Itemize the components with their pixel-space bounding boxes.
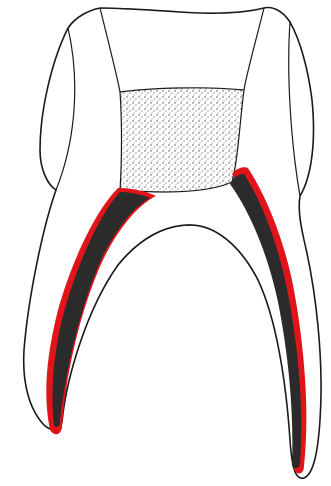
pulp-chamber-filling — [120, 88, 244, 192]
